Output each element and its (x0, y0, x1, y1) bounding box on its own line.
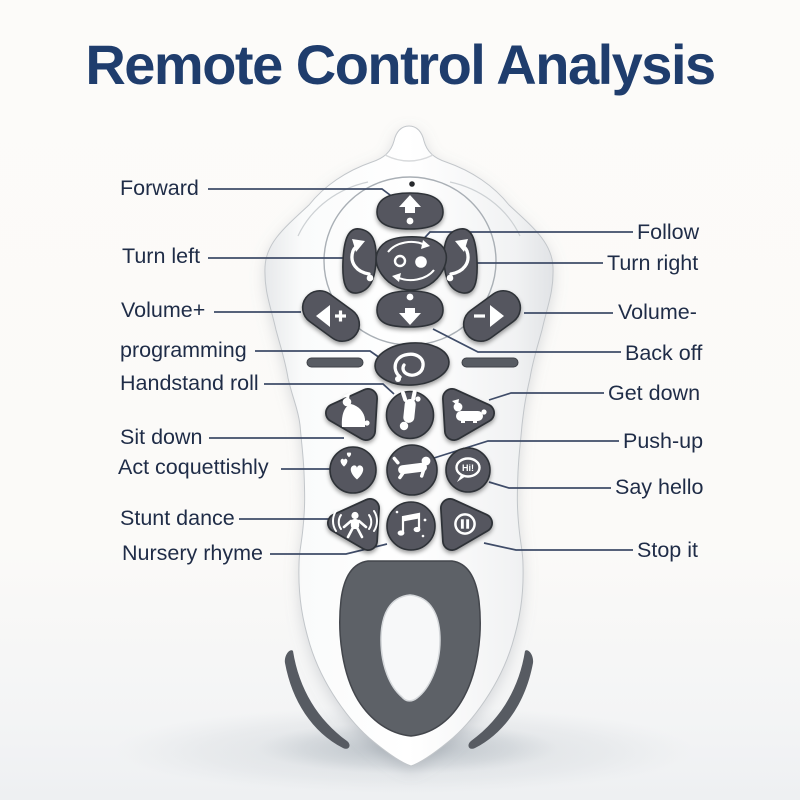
turn-left-arrow-icon (350, 239, 374, 282)
label-handstand-roll: Handstand roll (120, 371, 259, 395)
right-side-grip (468, 650, 534, 749)
label-act-coquettishly: Act coquettishly (118, 455, 269, 479)
programming-button (374, 342, 450, 386)
label-turn-left: Turn left (122, 244, 201, 268)
volume-plus-button (301, 289, 361, 343)
label-back-off: Back off (625, 341, 703, 365)
label-volume-plus: Volume+ (121, 298, 206, 322)
bottom-grip-area (284, 560, 534, 749)
sit-down-dog-icon (341, 393, 370, 427)
coquettish-hearts-icon (340, 452, 364, 480)
follow-eyes-icon (387, 240, 435, 282)
hi-bubble-text: Hi! (462, 463, 474, 473)
volume-minus-speaker-icon (474, 305, 504, 327)
stunt-dance-figure-icon (332, 510, 378, 539)
back-arrow-icon (399, 293, 421, 325)
nursery-rhyme-notes-icon (395, 510, 427, 538)
label-sit-down: Sit down (120, 425, 203, 449)
connector-programming (255, 350, 381, 359)
connector-say-hello (488, 481, 611, 489)
label-programming: programming (120, 338, 247, 362)
programming-loop-icon (393, 352, 425, 382)
label-stop-it: Stop it (637, 538, 698, 562)
stop-pause-icon (454, 513, 476, 535)
grip-hole (380, 594, 441, 702)
right-grille-bar (461, 357, 519, 368)
label-volume-minus: Volume- (618, 300, 697, 324)
connector-lines (208, 188, 633, 555)
connector-stop-it (483, 542, 633, 551)
left-side-grip (284, 650, 350, 749)
page-title: Remote Control Analysis (85, 33, 716, 96)
label-get-down: Get down (608, 381, 701, 405)
turn-right-arrow-icon (446, 239, 470, 282)
connector-push-up (433, 440, 619, 459)
label-push-up: Push-up (623, 429, 704, 453)
get-down-dog-icon (452, 399, 487, 423)
handstand-roll-dog-icon (399, 390, 421, 431)
label-forward: Forward (120, 176, 199, 200)
push-up-dog-icon (392, 456, 431, 480)
led-indicator (409, 181, 415, 187)
volume-plus-speaker-icon (316, 305, 346, 327)
label-stunt-dance: Stunt dance (120, 506, 235, 530)
turn-right-button (443, 228, 478, 294)
nub-seam (384, 154, 434, 162)
turn-left-button (342, 228, 377, 294)
remote-buttons: Hi! (301, 192, 522, 551)
label-turn-right: Turn right (607, 251, 699, 275)
right-shoulder-seam (449, 181, 521, 237)
say-hello-bubble-icon: Hi! (455, 457, 481, 482)
say-hello-button (445, 447, 491, 493)
forward-arrow-icon (399, 195, 421, 225)
left-grille-bar (306, 357, 364, 368)
label-say-hello: Say hello (615, 475, 704, 499)
label-nursery-rhyme: Nursery rhyme (122, 541, 263, 565)
label-follow: Follow (637, 220, 700, 244)
left-shoulder-seam (297, 181, 369, 237)
connector-back-off (432, 328, 621, 353)
nursery-rhyme-button (386, 501, 436, 551)
connector-get-down (488, 392, 604, 401)
connector-handstand-roll (264, 383, 395, 395)
